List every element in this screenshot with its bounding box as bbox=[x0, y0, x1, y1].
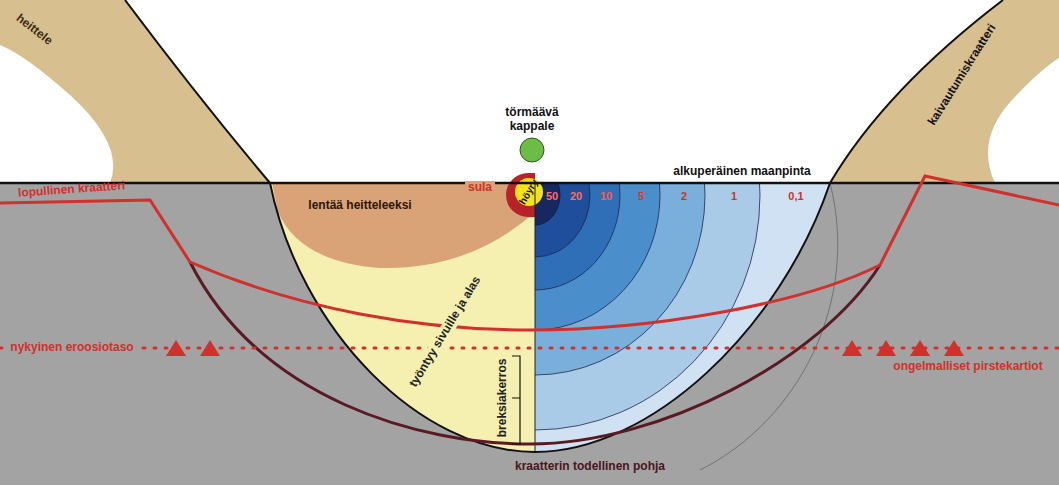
diagram-label: kraatterin todellinen pohja bbox=[515, 460, 665, 474]
diagram-label: sula bbox=[465, 181, 495, 195]
transient-crater bbox=[125, 0, 1003, 452]
true-floor bbox=[190, 262, 880, 444]
shatter-cones bbox=[166, 340, 964, 356]
diagram-label: alkuperäinen maanpinta bbox=[673, 165, 810, 179]
diagram-label: ongelmalliset pirstekartiot bbox=[893, 360, 1042, 374]
ejecta-curtain bbox=[0, 0, 270, 183]
pressure-value: 2 bbox=[681, 190, 687, 203]
pressure-value: 50 bbox=[546, 190, 558, 203]
impactor-circle bbox=[520, 138, 544, 162]
zone-outline bbox=[700, 183, 838, 470]
pressure-value: 0,1 bbox=[788, 190, 803, 203]
impactor-label: törmäävä kappale bbox=[496, 106, 568, 134]
pressure-value: 20 bbox=[570, 190, 582, 203]
final-crater bbox=[0, 176, 1059, 330]
impactor: törmäävä kappale bbox=[492, 106, 572, 164]
diagram-label: nykyinen eroosiotaso bbox=[7, 341, 136, 355]
pressure-value: 1 bbox=[731, 190, 737, 203]
pushed-material bbox=[270, 183, 535, 452]
shock-zones bbox=[240, 0, 835, 485]
impactor-body bbox=[518, 136, 546, 164]
erosion-level bbox=[0, 347, 1059, 350]
ejected-material bbox=[272, 183, 535, 268]
half-divider bbox=[535, 183, 536, 452]
pressure-value: 10 bbox=[600, 190, 612, 203]
breccia-bracket bbox=[512, 356, 520, 444]
pressure-value: 5 bbox=[638, 190, 644, 203]
ejecta-curtain bbox=[830, 0, 1059, 183]
diagram-label: lentää heitteleeksi bbox=[308, 199, 411, 213]
diagram-label: breksiakerros bbox=[496, 356, 510, 441]
